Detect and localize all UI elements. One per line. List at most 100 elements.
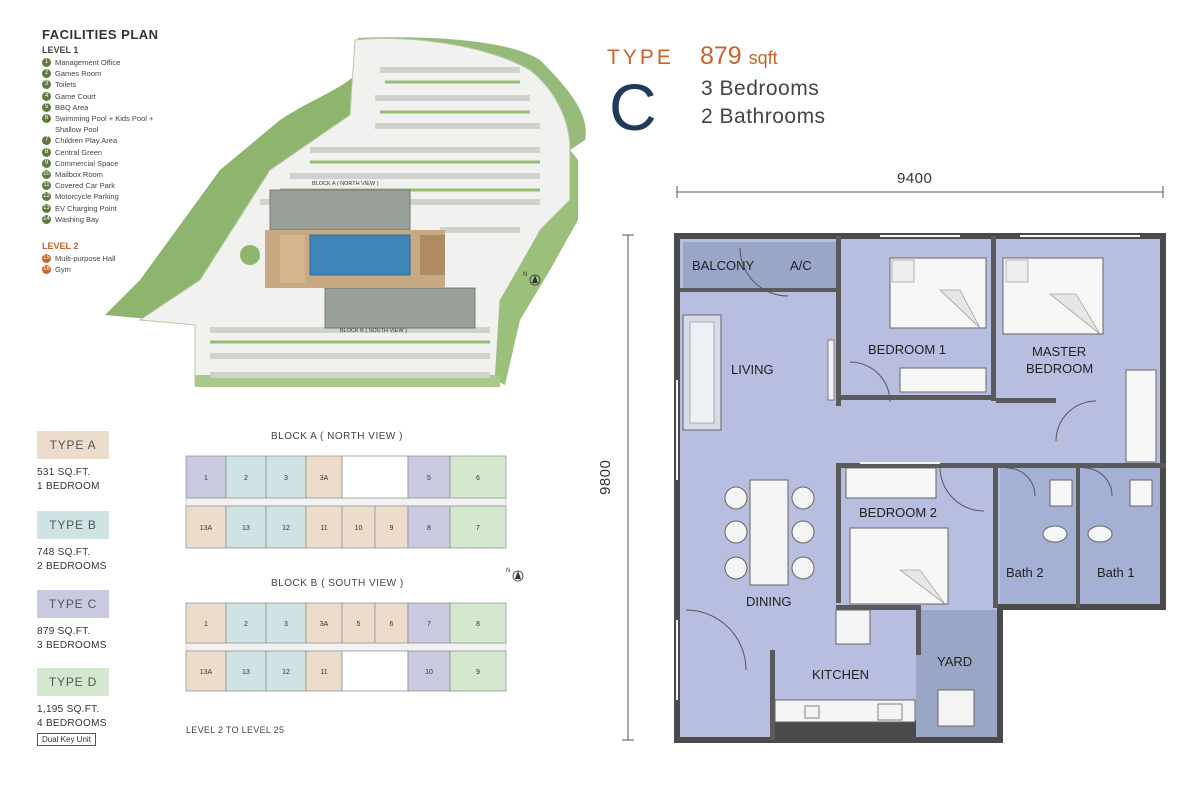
room-bedroom1: BEDROOM 1 (868, 342, 946, 357)
key-plan-footer: LEVEL 2 TO LEVEL 25 (186, 725, 285, 735)
key-plan-unit (225, 505, 267, 549)
facility-label: Motorcycle Parking (55, 192, 119, 202)
level2-label: LEVEL 2 (42, 241, 79, 251)
facility-label: Commercial Space (55, 158, 119, 168)
facility-label: Swimming Pool + Kids Pool + Shallow Pool (55, 114, 154, 135)
floor-plan: BALCONY A/C LIVING BEDROOM 1 MASTER BEDR… (622, 186, 1166, 743)
width-dimension: 9400 (897, 170, 933, 187)
type-letter: C (609, 70, 657, 144)
facility-item: 15 Multi-purpose Hall (42, 253, 162, 264)
key-plan-unit-label: 3A (320, 621, 329, 628)
unit-type-badge: TYPE D (37, 668, 109, 696)
key-plan-unit-label: 13 (242, 525, 250, 532)
key-plan-unit-label: 12 (282, 525, 290, 532)
facility-number: 8 (42, 147, 51, 157)
unit-type-badge: TYPE A (37, 431, 109, 459)
facility-label: Games Room (55, 69, 102, 79)
unit-type-size: 748 SQ.FT. (37, 547, 91, 558)
facility-item: 13 EV Charging Point (42, 203, 162, 214)
key-plan-unit-label: 11 (320, 669, 327, 676)
facility-label: Toilets (55, 80, 77, 90)
key-plan-corridor (185, 642, 507, 652)
unit-type-spec: 748 SQ.FT. 2 BEDROOMS (37, 546, 107, 574)
key-plan-unit (265, 505, 307, 549)
facility-label: Mailbox Room (55, 170, 103, 180)
key-plan-unit-label: 7 (476, 525, 480, 532)
facility-number: 6 (42, 114, 51, 124)
facility-item: 5 BBQ Area (42, 102, 162, 113)
key-plan-unit-label: 3A (320, 475, 329, 482)
key-plan-unit (265, 650, 307, 692)
key-plan-unit (305, 650, 343, 692)
key-plan-unit (407, 505, 451, 549)
type-word: TYPE (607, 46, 674, 69)
key-plan-unit (185, 650, 227, 692)
facility-number: 14 (42, 214, 51, 224)
key-plan-unit-label: 9 (390, 525, 394, 532)
key-plan-north: N (506, 568, 510, 574)
facility-item: 11 Covered Car Park (42, 180, 162, 191)
facility-label: EV Charging Point (55, 203, 117, 213)
key-plan-unit (265, 602, 307, 644)
key-plan-unit-label: 12 (282, 669, 290, 676)
unit-type-badge: TYPE C (37, 590, 109, 618)
facility-label: Multi-purpose Hall (55, 254, 116, 263)
level1-label: LEVEL 1 (42, 45, 79, 55)
facility-label: BBQ Area (55, 102, 89, 112)
site-block-a-label: BLOCK A ( NORTH VIEW ) (312, 181, 379, 187)
facility-number: 15 (42, 254, 51, 263)
unit-type-spec: 531 SQ.FT.1 BEDROOM (37, 466, 100, 494)
unit-type-badge: TYPE B (37, 511, 109, 539)
key-plan-unit-label: 13A (200, 525, 213, 532)
key-plan-unit-label: 6 (390, 621, 394, 628)
facility-label: Covered Car Park (55, 181, 116, 191)
unit-type-spec: 879 SQ.FT.3 BEDROOMS (37, 625, 107, 653)
key-plan-unit-label: 5 (427, 475, 431, 482)
bedroom-count: 3 Bedrooms (701, 77, 820, 100)
site-plan: BLOCK A ( NORTH VIEW ) BLOCK B ( SOUTH V… (105, 37, 586, 387)
key-plan-unit (341, 455, 409, 499)
key-plan-unit-label: 10 (355, 525, 363, 532)
unit-size: 879 sqft (700, 42, 778, 71)
facility-item: 10 Mailbox Room (42, 169, 162, 180)
key-plan-unit-label: 10 (425, 669, 433, 676)
facility-number: 5 (42, 102, 51, 112)
site-north-label: N (523, 272, 527, 278)
room-bedroom2: BEDROOM 2 (859, 505, 937, 520)
dual-key-label: Dual Key Unit (37, 733, 96, 746)
key-plan-unit-label: 8 (476, 621, 480, 628)
key-plan-unit-label: 11 (320, 525, 327, 532)
key-plan-corridor (185, 497, 507, 507)
key-plan-unit (305, 455, 343, 499)
key-plan-unit (341, 650, 409, 692)
room-balcony: BALCONY (692, 258, 754, 273)
facility-label: Game Court (55, 91, 96, 101)
facility-label: Gym (55, 265, 71, 275)
block-b-title: BLOCK B ( SOUTH VIEW ) (271, 578, 404, 589)
unit-type-rooms: 2 BEDROOMS (37, 561, 107, 572)
facility-item: 6 Swimming Pool + Kids Pool + Shallow Poo… (42, 113, 162, 135)
room-master-line1: MASTER (1032, 344, 1086, 359)
key-plan-unit (185, 602, 227, 644)
key-plan-unit-label: 2 (244, 475, 248, 482)
key-plan-unit-label: 13 (242, 669, 250, 676)
key-plan-unit (407, 650, 451, 692)
unit-type-rooms: 3 BEDROOMS (37, 640, 107, 651)
facility-number: 13 (42, 203, 51, 213)
key-plan-unit-label: 5 (357, 621, 361, 628)
unit-size-value: 879 (700, 42, 742, 70)
facility-number: 11 (42, 181, 51, 191)
facility-label: Washing Bay (55, 214, 99, 224)
facility-number: 1 (42, 58, 51, 67)
facility-label: Children Play Area (55, 136, 118, 146)
block-a-title: BLOCK A ( NORTH VIEW ) (271, 431, 403, 442)
facility-number: 10 (42, 170, 51, 180)
key-plan-unit-label: 1 (204, 621, 208, 628)
facility-number: 2 (42, 69, 51, 79)
